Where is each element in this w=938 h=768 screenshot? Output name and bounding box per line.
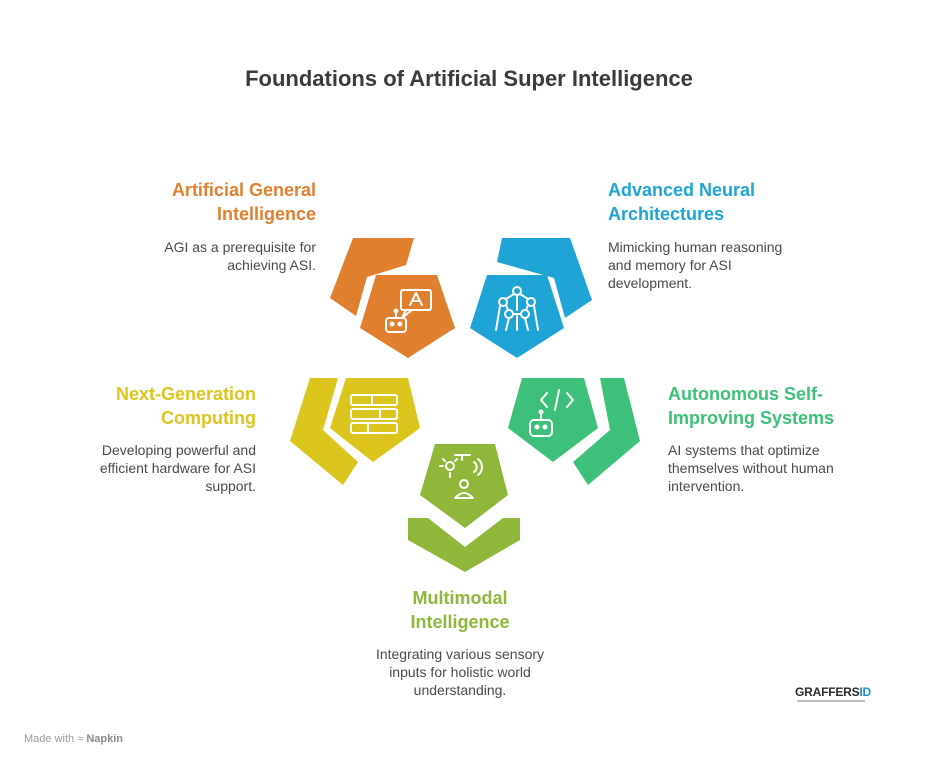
neural-desc-line3: development. [608,275,693,291]
segment-agi [330,238,455,358]
neural-description: Mimicking human reasoning and memory for… [608,238,838,292]
network-icon [495,286,539,331]
agi-desc-line1: AGI as a prerequisite for [164,239,316,255]
diagram-title: Foundations of Artificial Super Intellig… [245,66,693,91]
agi-description: AGI as a prerequisite for achieving ASI. [96,238,316,274]
robot-code-icon [529,389,574,437]
neural-desc-line2: and memory for ASI [608,257,732,273]
graffersid-logo: GRAFFERSID [795,685,871,699]
agi-pentagon [360,275,455,358]
brand-tagline-bar [797,700,865,702]
neural-desc-line1: Mimicking human reasoning [608,239,783,255]
multimodal-desc-line2: inputs for holistic world [389,664,531,680]
segment-multimodal [408,444,520,572]
autonomous-desc-line1: AI systems that optimize [668,442,820,458]
computing-desc-line1: Developing powerful and [101,442,256,458]
made-with-napkin[interactable]: Made with ≈ Napkin [24,733,123,745]
robot-chat-icon [385,289,432,333]
neural-title-line1: Advanced Neural [608,180,756,200]
computing-desc-line2: efficient hardware for ASI [99,460,256,476]
autonomous-title: Autonomous Self- Improving Systems [668,382,908,430]
brand-name-main: GRAFFERS [795,685,860,699]
segment-autonomous [508,378,640,485]
agi-title-line2: Intelligence [216,204,316,224]
autonomous-desc-line3: intervention. [668,478,745,494]
neural-title: Advanced Neural Architectures [608,178,848,226]
computing-outer-bracket [290,378,358,485]
agi-title-line1: Artificial General [171,180,316,200]
multimodal-title-line2: Intelligence [410,612,510,632]
agi-desc-line2: achieving ASI. [227,257,316,273]
multimodal-desc-line1: Integrating various sensory [375,646,545,662]
brand-name-accent: ID [859,685,872,699]
autonomous-outer-bracket [573,378,640,485]
neural-outer-bracket [497,238,592,318]
autonomous-title-line2: Improving Systems [668,408,835,428]
autonomous-pentagon [508,378,598,462]
agi-outer-bracket [330,238,414,316]
sensory-input-icon [439,454,483,499]
multimodal-description: Integrating various sensory inputs for h… [340,645,580,699]
multimodal-desc-line3: understanding. [413,682,507,698]
napkin-icon: ≈ [77,733,84,745]
computing-desc-line3: support. [205,478,256,494]
multimodal-title-line1: Multimodal [412,588,508,608]
autonomous-desc-line2: themselves without human [668,460,834,476]
computing-description: Developing powerful and efficient hardwa… [36,441,256,495]
made-with-label: Made with [24,733,75,745]
multimodal-pentagon [420,444,508,528]
napkin-label: Napkin [86,733,123,745]
computing-title-line2: Computing [161,408,256,428]
neural-title-line2: Architectures [608,204,725,224]
autonomous-description: AI systems that optimize themselves with… [668,441,908,495]
agi-title: Artificial General Intelligence [96,178,316,226]
multimodal-title: Multimodal Intelligence [340,586,580,634]
computing-title: Next-Generation Computing [36,382,256,430]
server-stack-icon [350,394,398,434]
multimodal-outer-bracket [408,518,520,572]
autonomous-title-line1: Autonomous Self- [668,384,823,404]
computing-title-line1: Next-Generation [115,384,256,404]
